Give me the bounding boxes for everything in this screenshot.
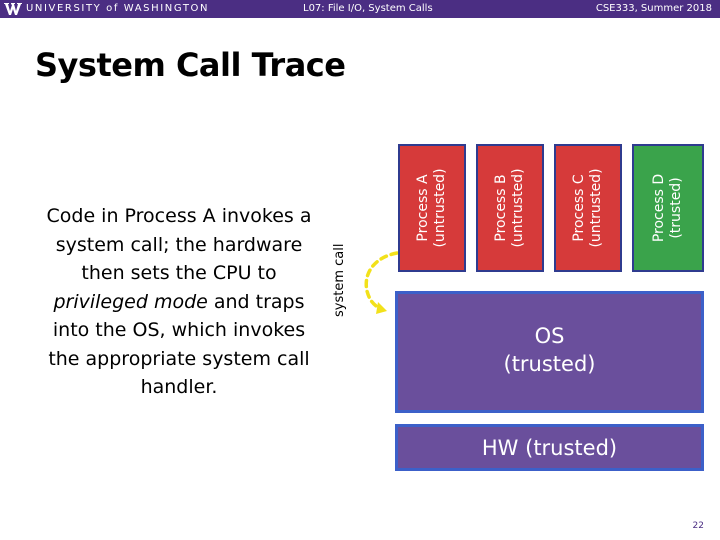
os-label: OS (trusted): [398, 322, 701, 378]
uw-w-logo-icon: [4, 3, 22, 15]
page-number: 22: [692, 521, 704, 531]
process-c-name: Process C: [571, 174, 587, 242]
body-text-emphasis: privileged mode: [53, 290, 208, 313]
slide-title: System Call Trace: [35, 46, 346, 84]
process-c-trust: (untrusted): [588, 168, 604, 248]
process-b-trust: (untrusted): [510, 168, 526, 248]
system-call-arrowhead: [376, 302, 387, 314]
process-a-trust: (untrusted): [432, 168, 448, 248]
process-b-name: Process B: [493, 174, 509, 242]
process-c-box: Process C(untrusted): [554, 144, 622, 272]
process-d-name: Process D: [651, 173, 667, 243]
process-d-box: Process D(trusted): [632, 144, 704, 272]
system-call-arrow-path: [364, 251, 399, 311]
lecture-title: L07: File I/O, System Calls: [303, 3, 433, 14]
process-a-box: Process A(untrusted): [398, 144, 466, 272]
process-d-label: Process D(trusted): [651, 174, 685, 242]
body-text: Code in Process A invokes a system call;…: [44, 202, 314, 402]
course-name: CSE333, Summer 2018: [595, 3, 712, 14]
os-label-line1: OS: [534, 324, 565, 348]
process-a-name: Process A: [415, 174, 431, 242]
hw-box: HW (trusted): [395, 424, 704, 471]
header-bar: UNIVERSITY of WASHINGTON L07: File I/O, …: [0, 0, 720, 18]
university-name: UNIVERSITY of WASHINGTON: [26, 3, 210, 14]
os-label-line2: (trusted): [503, 352, 596, 376]
process-b-label: Process B(untrusted): [493, 168, 527, 247]
process-c-label: Process C(untrusted): [571, 168, 605, 247]
process-a-label: Process A(untrusted): [415, 168, 449, 247]
body-text-part2: and traps into the OS, which invokes the…: [48, 290, 310, 399]
body-text-part1: Code in Process A invokes a system call;…: [46, 205, 312, 284]
os-box: OS (trusted): [395, 291, 704, 413]
process-b-box: Process B(untrusted): [476, 144, 544, 272]
system-call-label: system call: [332, 243, 347, 317]
process-d-trust: (trusted): [668, 177, 684, 239]
hw-label: HW (trusted): [481, 436, 618, 460]
